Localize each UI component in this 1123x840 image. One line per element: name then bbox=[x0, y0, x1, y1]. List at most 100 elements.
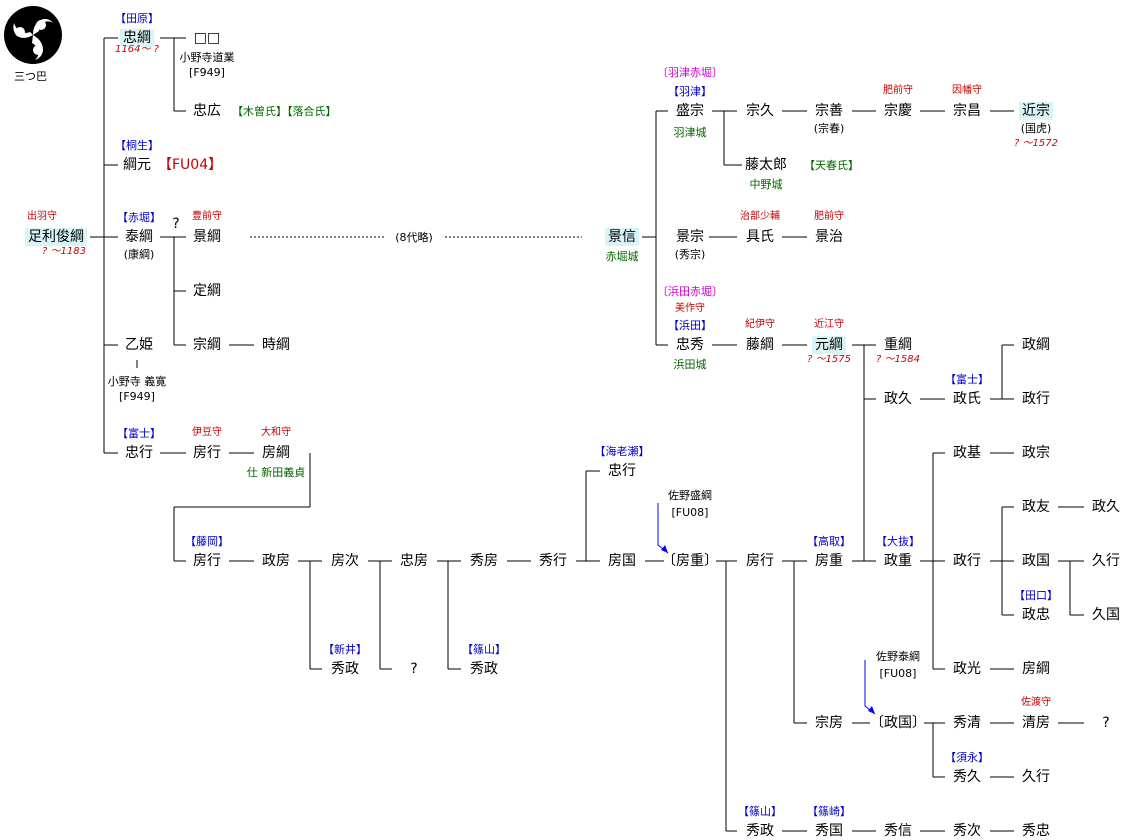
person-name: 秀房 bbox=[470, 553, 498, 569]
person-name: 秀国 bbox=[815, 823, 843, 839]
person-name: ? bbox=[172, 216, 180, 232]
note-label: [F949] bbox=[119, 390, 155, 403]
note-label: [FU08] bbox=[879, 667, 917, 680]
person-name: 景信 bbox=[605, 228, 639, 246]
title-label: 肥前守 bbox=[883, 85, 913, 96]
person-name: 久行 bbox=[1092, 553, 1120, 569]
clan-label: 【藤岡】 bbox=[185, 535, 229, 548]
clan-label: 【赤堀】 bbox=[117, 211, 161, 224]
note-label: 佐野盛綱 bbox=[668, 489, 712, 502]
person-name: 政光 bbox=[953, 661, 981, 677]
clan-label: 【海老瀬】 bbox=[594, 445, 650, 458]
person-name: 政行 bbox=[1022, 391, 1050, 407]
title-label: 伊豆守 bbox=[192, 427, 222, 438]
arrow-head bbox=[661, 545, 668, 553]
alias-label: (秀宗) bbox=[674, 248, 706, 261]
person-name: 政友 bbox=[1022, 499, 1050, 515]
person-name: 房重 bbox=[815, 553, 843, 569]
person-name: 宗慶 bbox=[884, 103, 912, 119]
date-label: ? ～1575 bbox=[807, 354, 851, 365]
note-label: 佐野泰綱 bbox=[876, 650, 920, 663]
title-label: 因幡守 bbox=[952, 85, 982, 96]
clan-label: 【富士】 bbox=[117, 427, 161, 440]
clan-label: 【篠山】 bbox=[462, 643, 506, 656]
title-label: 出羽守 bbox=[27, 211, 57, 222]
green-note: 【天春氏】 bbox=[804, 159, 859, 172]
person-name: 定綱 bbox=[193, 283, 221, 299]
person-name: 秀久 bbox=[953, 769, 981, 785]
person-name: 忠行 bbox=[125, 445, 153, 461]
green-note: 羽津城 bbox=[673, 126, 707, 139]
person-name: 政房 bbox=[262, 553, 290, 569]
person-name: 近宗 bbox=[1019, 102, 1053, 120]
person-name: 景宗 bbox=[676, 229, 704, 245]
person-name: 宗久 bbox=[746, 103, 774, 119]
person-name: 久行 bbox=[1022, 769, 1050, 785]
person-name: 具氏 bbox=[746, 229, 774, 245]
person-name: 政久 bbox=[1092, 499, 1120, 515]
title-label: 美作守 bbox=[675, 303, 705, 314]
note-label: 小野寺 義寛 bbox=[107, 375, 167, 388]
clan-label: 【大抜】 bbox=[876, 535, 920, 548]
person-name: 足利俊綱 bbox=[25, 228, 87, 246]
person-name: 忠綱 bbox=[120, 29, 154, 47]
adoption-arrow bbox=[657, 503, 669, 554]
person-name: 秀政 bbox=[746, 823, 774, 839]
title-label: 佐渡守 bbox=[1021, 697, 1051, 708]
date-label: ? ～1183 bbox=[42, 246, 86, 257]
reference-label: 【FU04】 bbox=[158, 157, 223, 173]
person-name: 〔政国〕 bbox=[870, 715, 926, 731]
person-name: 藤綱 bbox=[746, 337, 774, 353]
title-label: 紀伊守 bbox=[745, 319, 775, 330]
arrow-head bbox=[868, 706, 875, 714]
clan-label: 【須永】 bbox=[945, 751, 989, 764]
clan-label: 【田原】 bbox=[115, 12, 159, 25]
person-name: 宗善 bbox=[815, 103, 843, 119]
person-name: 秀行 bbox=[539, 553, 567, 569]
person-name: 久国 bbox=[1092, 607, 1120, 623]
person-name: 政氏 bbox=[953, 391, 981, 407]
date-label: 1164～ ? bbox=[115, 44, 159, 55]
date-label: ? ～1572 bbox=[1014, 138, 1058, 149]
adoption-arrow bbox=[864, 660, 876, 715]
green-note: 赤堀城 bbox=[605, 250, 639, 263]
person-name: 宗房 bbox=[815, 715, 843, 731]
branch-label: 〔羽津赤堀〕 bbox=[657, 66, 723, 79]
person-name: ? bbox=[410, 661, 418, 677]
person-name: 秀次 bbox=[953, 823, 981, 839]
person-name: 秀政 bbox=[331, 661, 359, 677]
clan-label: 【新井】 bbox=[323, 643, 367, 656]
clan-label: 【篠崎】 bbox=[807, 805, 851, 818]
person-name: 房行 bbox=[746, 553, 774, 569]
person-name: 秀忠 bbox=[1022, 823, 1050, 839]
person-name: 房綱 bbox=[262, 445, 290, 461]
mitsudomoe-crest-icon bbox=[4, 6, 62, 64]
person-name: 政忠 bbox=[1022, 607, 1050, 623]
person-name: 景治 bbox=[815, 229, 843, 245]
person-name: 忠秀 bbox=[676, 337, 704, 353]
clan-label: 【篠山】 bbox=[738, 805, 782, 818]
note-label: [F949] bbox=[189, 66, 225, 79]
person-name: 房行 bbox=[193, 553, 221, 569]
person-name: 房綱 bbox=[1022, 661, 1050, 677]
title-label: 近江守 bbox=[814, 319, 844, 330]
person-name: 秀信 bbox=[884, 823, 912, 839]
person-name: 宗綱 bbox=[193, 337, 221, 353]
person-name: 忠房 bbox=[400, 553, 428, 569]
person-name: 忠広 bbox=[193, 103, 221, 119]
branch-label: 〔浜田赤堀〕 bbox=[657, 285, 723, 298]
title-label: 大和守 bbox=[261, 427, 291, 438]
clan-label: 【富士】 bbox=[945, 373, 989, 386]
person-name: 秀政 bbox=[470, 661, 498, 677]
person-name: 清房 bbox=[1022, 715, 1050, 731]
person-name: 盛宗 bbox=[676, 103, 704, 119]
person-name: 重綱 bbox=[884, 337, 912, 353]
person-name: 時綱 bbox=[262, 337, 290, 353]
clan-label: 【桐生】 bbox=[115, 139, 159, 152]
green-note: 中野城 bbox=[749, 178, 783, 191]
person-name: □□ bbox=[193, 30, 221, 46]
clan-label: 【浜田】 bbox=[668, 319, 712, 332]
person-name: 房次 bbox=[331, 553, 359, 569]
